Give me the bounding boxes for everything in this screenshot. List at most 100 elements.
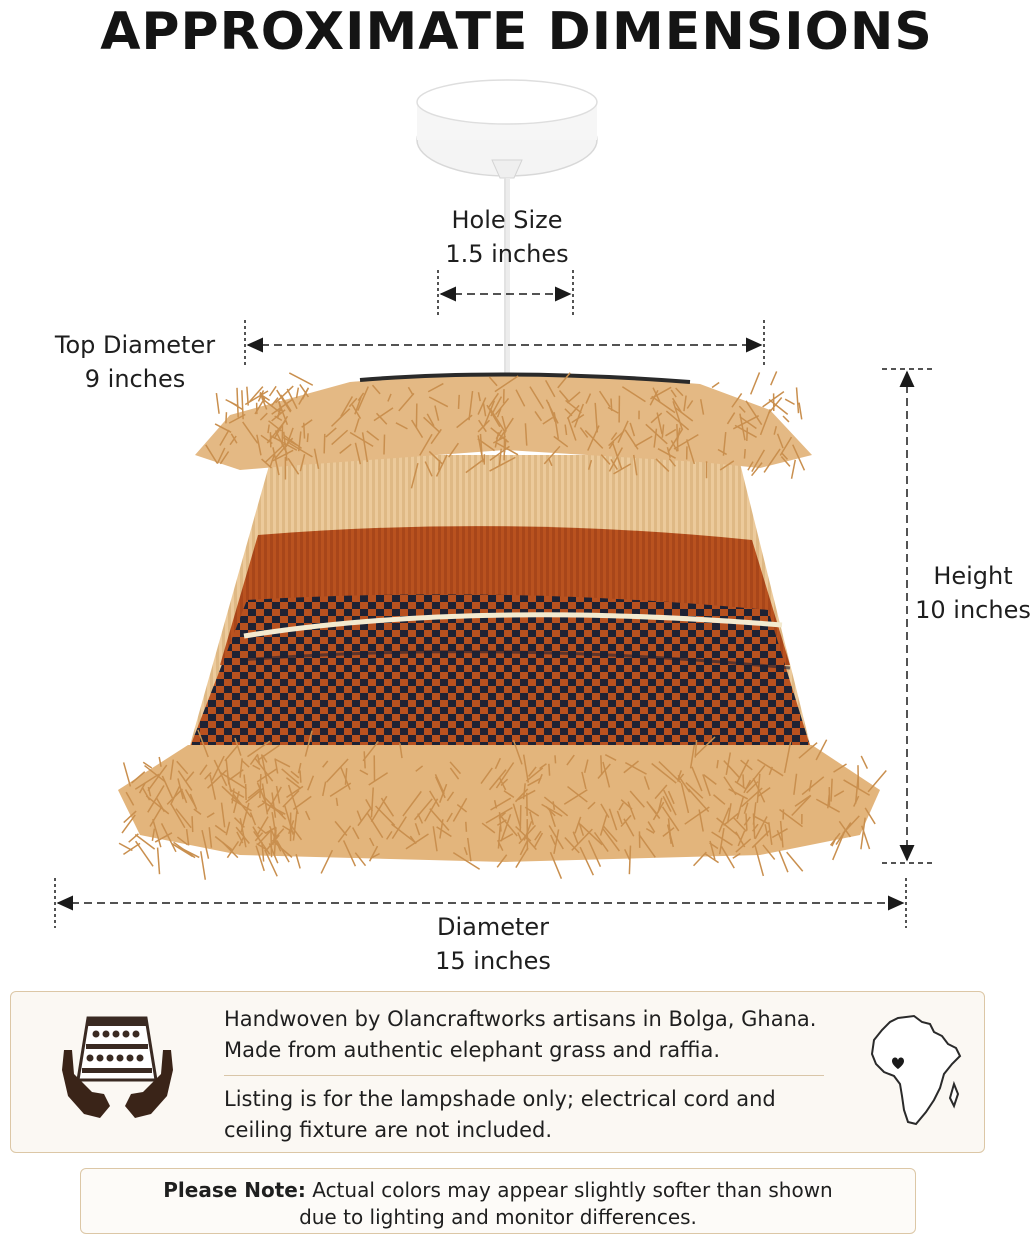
fringe-strand [325, 427, 337, 438]
fringe-strand [498, 813, 518, 837]
fringe-strand [349, 431, 374, 447]
fringe-strand [693, 851, 707, 867]
fringe-strand [299, 383, 310, 398]
fringe-strand [661, 424, 665, 438]
fringe-strand [151, 828, 156, 841]
fringe-strand [256, 830, 272, 846]
fringe-strand [368, 845, 379, 862]
top-diameter-value: 9 inches [84, 365, 186, 393]
fringe-strand [726, 412, 736, 425]
fringe-strand [452, 797, 468, 822]
fringe-strand [362, 740, 379, 762]
fringe-strand [225, 759, 230, 785]
note-label: Please Note: [163, 1178, 306, 1202]
fringe-strand [503, 431, 506, 461]
fringe-strand [266, 786, 282, 813]
fringe-strand [197, 729, 209, 758]
fringe-strand [717, 448, 728, 456]
fringe-strand [267, 424, 270, 434]
fringe-strand [222, 841, 239, 859]
fringe-strand [219, 429, 230, 446]
fringe-strand [666, 824, 675, 848]
fringe-strand [713, 794, 726, 805]
fringe-strand [252, 764, 261, 770]
fringe-strand [782, 415, 790, 423]
fringe-strand [541, 803, 563, 817]
hole-size-dimension-line [437, 270, 574, 318]
fringe-strand [500, 814, 512, 842]
fringe-strand [118, 842, 133, 852]
info-line-not-included: ceiling fixture are not included. [224, 1118, 553, 1142]
fringe-strand [228, 769, 244, 781]
fringe-strand [357, 386, 369, 411]
fringe-strand [371, 384, 381, 395]
fringe-strand [647, 821, 656, 833]
fringe-strand [235, 826, 250, 844]
fringe-strand [670, 440, 678, 452]
fringe-strand [716, 817, 739, 837]
fringe-strand [585, 393, 592, 404]
fringe-strand [185, 771, 195, 782]
fringe-strand [539, 763, 547, 770]
fringe-strand [770, 371, 778, 386]
africa-map-icon [870, 1014, 962, 1126]
fringe-strand [832, 830, 846, 861]
page-title: APPROXIMATE DIMENSIONS [100, 2, 933, 62]
fringe-strand [166, 788, 183, 805]
fringe-strand [497, 826, 501, 849]
fringe-strand [386, 830, 393, 840]
fringe-strand [600, 803, 610, 819]
fringe-strand [652, 801, 665, 821]
fringe-strand [702, 774, 711, 797]
fringe-strand [684, 806, 710, 825]
fringe-strand [354, 442, 362, 465]
height-value: 10 inches [915, 596, 1031, 624]
fringe-strand [566, 754, 575, 766]
fringe-strand [762, 391, 785, 408]
top-diameter-text: Top Diameter 9 inches [40, 328, 230, 396]
fringe-strand [373, 407, 394, 422]
fringe-strand [329, 782, 352, 797]
note-line-2: due to lighting and monitor differences. [299, 1205, 697, 1229]
fringe-strand [214, 423, 232, 433]
fringe-strand [599, 814, 608, 836]
fringe-strand [665, 410, 690, 431]
fringe-strand [145, 795, 170, 815]
fringe-strand [543, 445, 561, 465]
fringe-strand [752, 815, 770, 825]
fringe-strand [645, 423, 668, 445]
fringe-strand [784, 398, 795, 406]
fringe-strand [387, 393, 392, 402]
fringe-strand [287, 784, 299, 815]
fringe-strand [553, 435, 569, 448]
fringe-strand [670, 389, 677, 398]
fringe-strand [264, 834, 280, 853]
fringe-strand [749, 372, 761, 395]
fringe-strand [740, 759, 753, 771]
diameter-value: 15 inches [435, 947, 551, 975]
fringe-strand [512, 739, 523, 765]
fringe-strand [477, 392, 481, 402]
fringe-strand [711, 381, 720, 389]
fringe-strand [340, 767, 351, 790]
fringe-strand [121, 814, 136, 834]
fringe-strand [815, 739, 828, 761]
fringe-strand [711, 831, 733, 846]
fringe-strand [268, 385, 277, 397]
fringe-strand [219, 451, 230, 465]
fringe-strand [448, 442, 459, 458]
fringe-strand [648, 804, 658, 815]
fringe-strand [185, 829, 190, 846]
fringe-strand [289, 442, 313, 458]
fringe-strand [778, 850, 789, 873]
fringe-strand [786, 851, 804, 872]
note-panel [80, 1168, 916, 1234]
fringe-strand [489, 456, 516, 472]
fringe-strand [275, 385, 294, 404]
fringe-strand [257, 826, 267, 835]
fringe-strand [325, 758, 349, 783]
fringe-strand [864, 807, 876, 825]
fringe-strand [686, 439, 696, 465]
fringe-strand [369, 837, 375, 847]
fringe-strand [271, 398, 293, 415]
